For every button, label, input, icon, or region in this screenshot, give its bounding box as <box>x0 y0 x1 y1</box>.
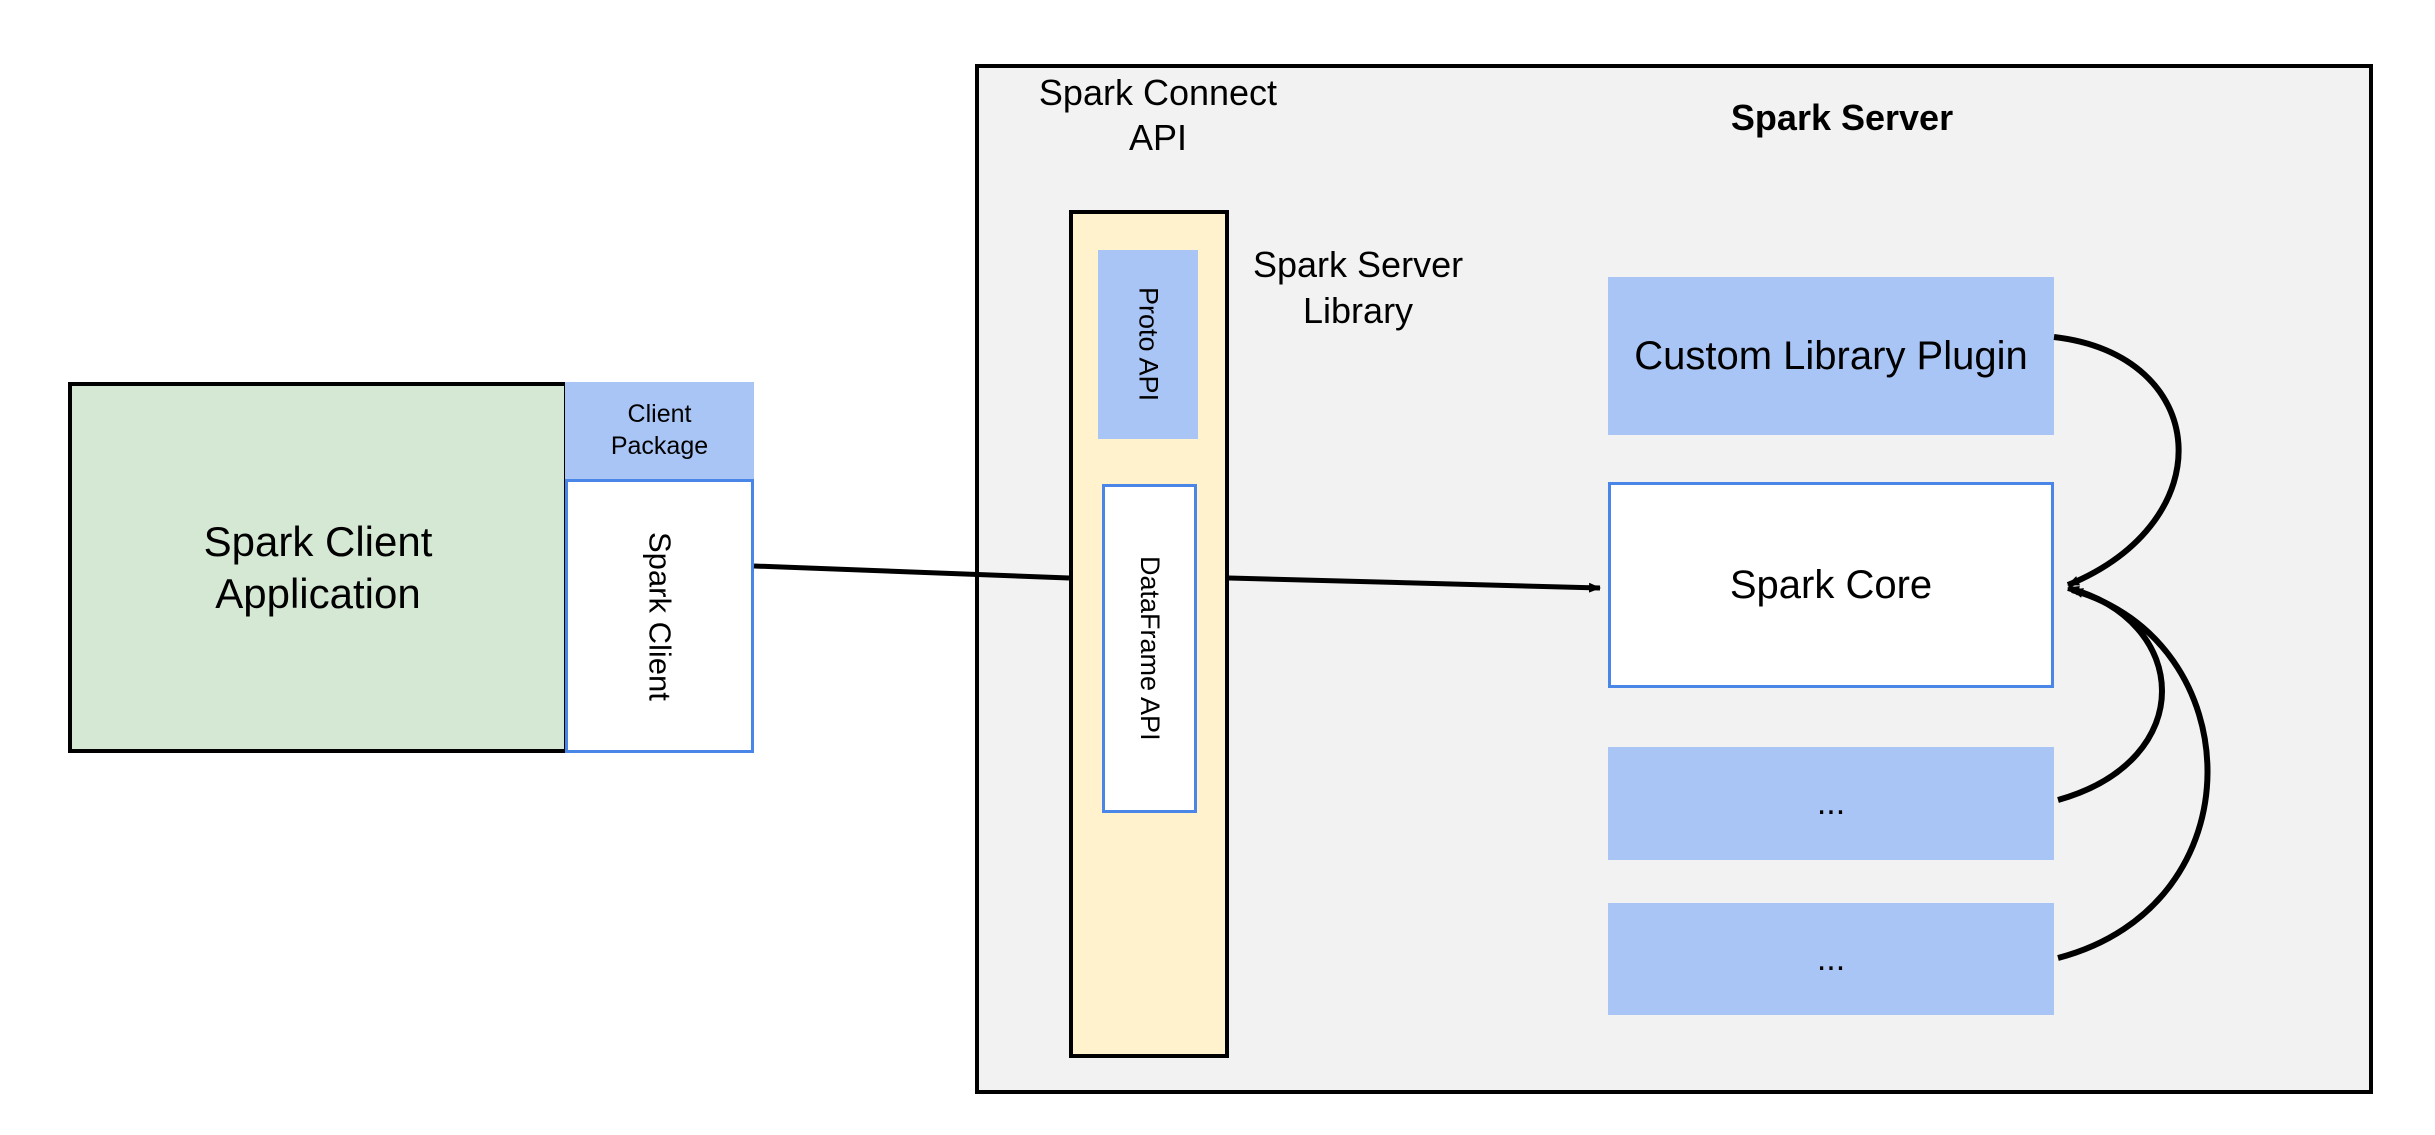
client-package-label: Client Package <box>610 400 709 460</box>
spark-connect-api-label: Spark Connect API <box>1038 72 1278 158</box>
server-component-ellipsis-1[interactable]: ... <box>1608 747 2054 860</box>
custom-library-plugin-label: Custom Library Plugin <box>1634 333 2028 378</box>
ellipsis-1-label: ... <box>1816 784 1846 822</box>
server-component-ellipsis-2[interactable]: ... <box>1608 903 2054 1015</box>
client-package-box[interactable]: Client Package <box>565 382 754 479</box>
custom-library-plugin-box[interactable]: Custom Library Plugin <box>1608 277 2054 435</box>
spark-server-title: Spark Server <box>1730 97 1954 138</box>
spark-client-box[interactable]: Spark Client <box>565 479 754 753</box>
dataframe-api-box[interactable]: DataFrame API <box>1102 484 1197 813</box>
spark-core-box[interactable]: Spark Core <box>1608 482 2054 688</box>
spark-server-library-label: Spark Server Library <box>1253 244 1464 332</box>
dataframe-api-label: DataFrame API <box>1135 556 1165 741</box>
ellipsis-2-label: ... <box>1816 939 1846 978</box>
proto-api-label: Proto API <box>1133 287 1164 402</box>
spark-client-application-label: Spark Client Application <box>203 518 433 617</box>
proto-api-box[interactable]: Proto API <box>1098 250 1198 439</box>
spark-client-label: Spark Client <box>642 531 678 701</box>
spark-client-application-box[interactable]: Spark Client Application <box>68 382 568 753</box>
spark-core-label: Spark Core <box>1729 562 1933 607</box>
